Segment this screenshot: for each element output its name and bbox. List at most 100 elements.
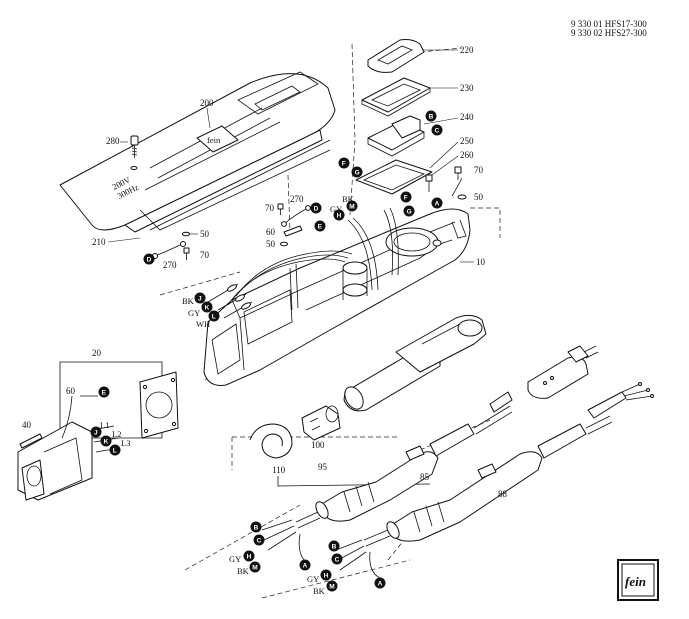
wire-connectors-jkl [207, 283, 253, 319]
part-label-220: 220 [460, 45, 474, 55]
washer-50-center [280, 241, 288, 247]
marker-d-left: D [143, 253, 155, 265]
wire-label-bk-center: BK [342, 194, 355, 204]
part-label-50-left: 50 [200, 229, 210, 239]
flange-socket-body [17, 421, 93, 501]
svg-text:L: L [212, 314, 216, 321]
part-label-270-left: 270 [163, 260, 177, 270]
svg-text:D: D [147, 257, 152, 264]
marker-h-lower-right: H [320, 569, 332, 581]
flange-gasket [139, 371, 179, 439]
marker-b-top: B [425, 110, 437, 122]
part-label-230: 230 [460, 83, 474, 93]
part-label-70-left: 70 [200, 250, 210, 260]
wire-label-bk-lower-right: BK [313, 586, 326, 596]
marker-m-center: M [346, 200, 358, 212]
wire-label-gy-center: GY [330, 204, 342, 214]
screw-70-center [277, 203, 284, 215]
part-label-10: 10 [476, 257, 486, 267]
part-label-70-center: 70 [265, 203, 275, 213]
svg-text:B: B [254, 525, 259, 532]
wire-label-gy-top: GY [188, 308, 200, 318]
model-line-1: 9 330 01 HFS17-300 [571, 19, 647, 29]
terminal-60 [283, 225, 303, 237]
marker-e-flange: E [98, 386, 110, 398]
svg-text:C: C [257, 538, 262, 545]
svg-text:E: E [318, 224, 323, 231]
marker-f-top: F [338, 157, 350, 169]
marker-m-lower-left: M [249, 561, 261, 573]
svg-text:C: C [435, 128, 440, 135]
part-label-200: 200 [200, 98, 214, 108]
washer-50-left [182, 231, 190, 237]
part-label-20: 20 [92, 348, 102, 358]
part-label-85: 85 [420, 472, 430, 482]
wire-link-270-center [281, 205, 311, 227]
svg-text:K: K [205, 305, 210, 312]
mains-plug [527, 345, 599, 399]
connector-insert-100 [301, 405, 341, 441]
part-label-70-right: 70 [474, 165, 484, 175]
internal-wiring [227, 207, 399, 311]
wire-60-flange [61, 395, 98, 439]
screw-40 [19, 433, 43, 449]
wire-label-l1: L1 [100, 420, 109, 430]
svg-text:J: J [94, 430, 98, 437]
part-label-60-top: 60 [266, 227, 276, 237]
wire-ends-lower-right [335, 539, 381, 579]
wire-link-right [451, 177, 463, 197]
svg-text:A: A [435, 201, 440, 208]
wire-label-bk-lower-left: BK [237, 566, 250, 576]
part-label-240: 240 [460, 112, 474, 122]
svg-text:B: B [332, 544, 337, 551]
part-label-270-center: 270 [290, 194, 304, 204]
marker-j-flange: J [90, 426, 102, 438]
marker-c-top: C [431, 124, 443, 136]
marker-h-lower-left: H [243, 550, 255, 562]
switch-240 [367, 115, 425, 157]
top-cover-200: fein 200V 300Hz [59, 71, 336, 233]
marker-c-lower-right: C [331, 553, 343, 565]
wire-label-wh-top: WH [196, 319, 210, 329]
svg-text:M: M [252, 565, 257, 572]
part-label-88: 88 [498, 489, 508, 499]
wire-label-bk-top: BK [182, 296, 195, 306]
part-label-50-center: 50 [266, 239, 276, 249]
screw-260 [425, 174, 433, 192]
part-label-100: 100 [311, 440, 325, 450]
screw-70-right [454, 166, 462, 180]
wire-label-gy-lower-right: GY [307, 574, 319, 584]
switch-frame-230 [361, 77, 431, 117]
part-20-bracket [59, 361, 163, 439]
marker-d-center: D [310, 202, 322, 214]
svg-text:F: F [404, 195, 408, 202]
marker-l-top: L [208, 310, 220, 322]
svg-text:G: G [355, 170, 360, 177]
svg-text:D: D [314, 206, 319, 213]
wire-label-gy-lower-left: GY [229, 554, 241, 564]
wire-label-l3: L3 [121, 438, 130, 448]
svg-text:M: M [329, 584, 334, 591]
svg-text:J: J [198, 296, 202, 303]
cable-assembly-85 [295, 391, 513, 529]
switch-cap-220 [367, 39, 425, 73]
svg-text:B: B [429, 114, 434, 121]
marker-g-top: G [351, 166, 363, 178]
part-label-95: 95 [318, 462, 328, 472]
washer-50-right [457, 194, 467, 200]
fein-logo-text: fein [625, 574, 646, 589]
screw-280 [130, 135, 139, 170]
grip-boot [395, 314, 487, 373]
cable-end-right [587, 382, 654, 419]
screw-70-left [183, 247, 190, 260]
svg-text:M: M [349, 204, 354, 211]
marker-b-lower-right: B [328, 540, 340, 552]
wire-link-270-left [152, 241, 186, 259]
gasket-250 [355, 159, 433, 195]
marker-m-lower-right: M [326, 580, 338, 592]
main-housing-10 [203, 208, 471, 386]
svg-text:E: E [102, 390, 107, 397]
marker-l-flange: L [109, 444, 121, 456]
